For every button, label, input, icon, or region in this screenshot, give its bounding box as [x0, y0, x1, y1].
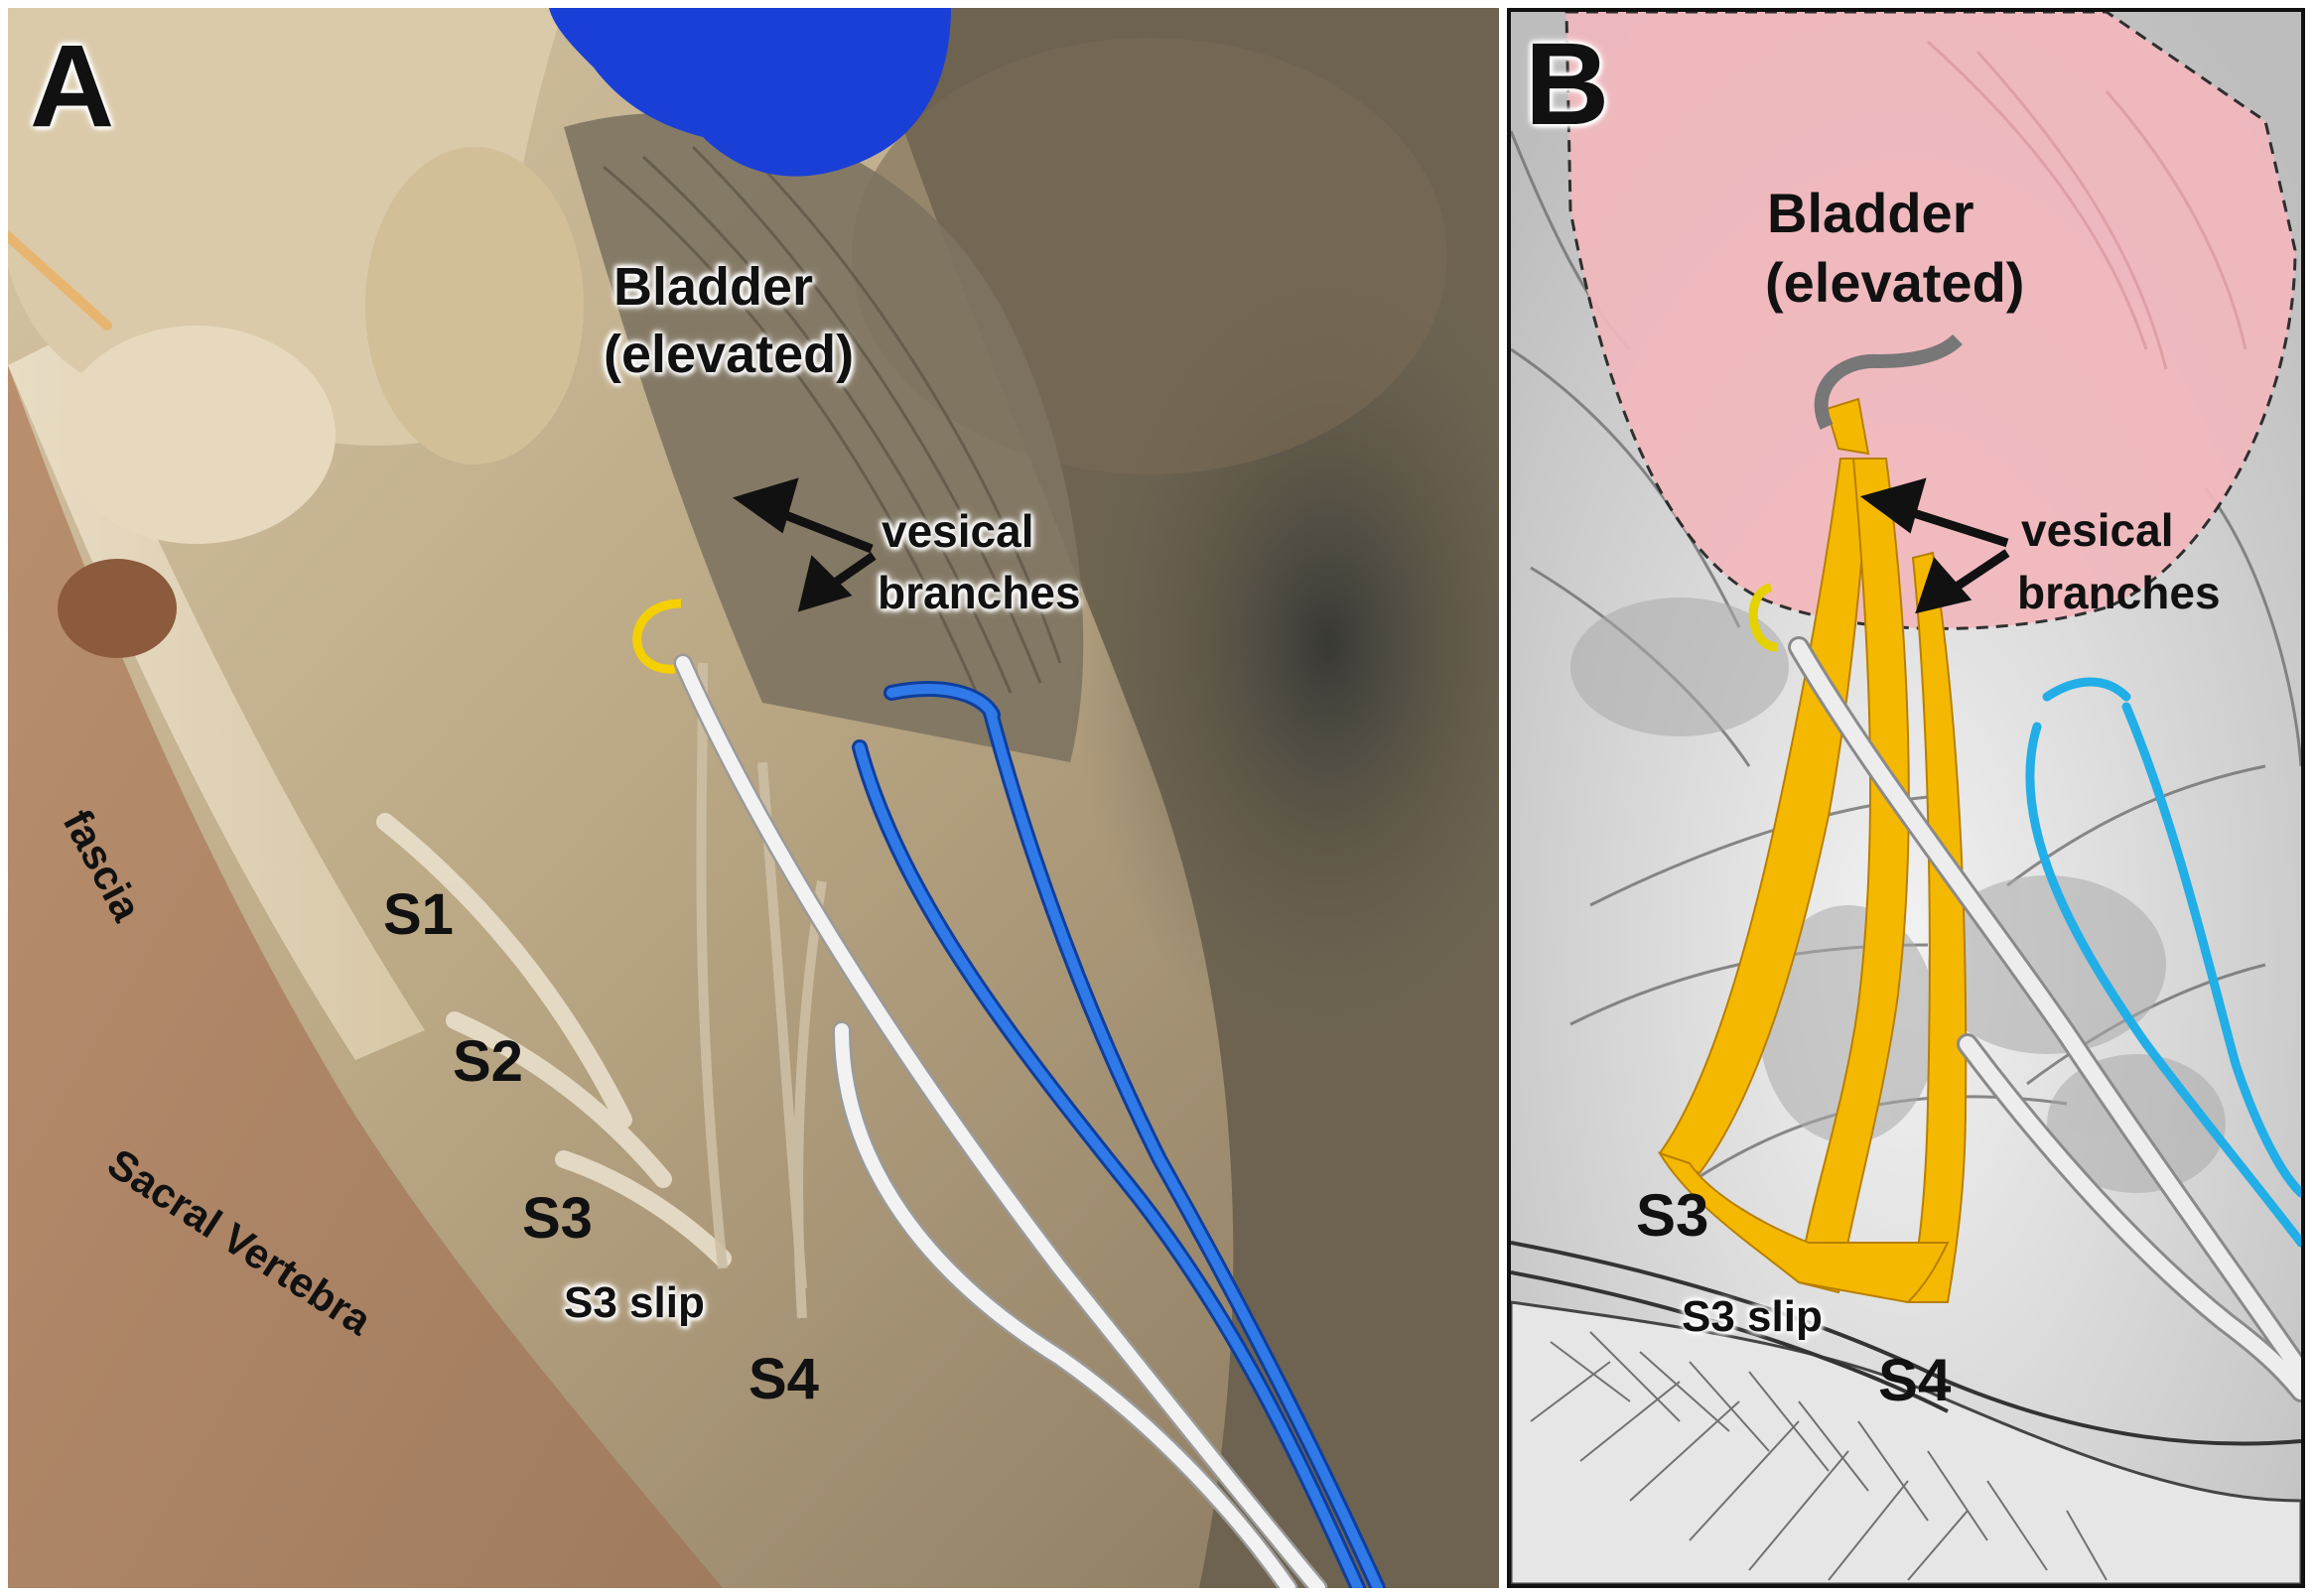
panel-a-photo: A Bladder (elevated) vesical branches fa… [8, 8, 1499, 1588]
label-s3-slip-b: S3 slip [1682, 1292, 1823, 1341]
label-bladder-b: Bladder [1767, 182, 1974, 244]
label-bladder-a: Bladder [613, 257, 814, 317]
panel-letter-a: A [30, 21, 115, 152]
label-vesical-b: vesical [2021, 504, 2174, 556]
arrows [732, 477, 877, 612]
yellow-vessel-loop [632, 598, 682, 674]
dissection-photo [8, 8, 1499, 1588]
label-s3-b: S3 [1636, 1182, 1709, 1249]
label-s3-a: S3 [522, 1186, 593, 1251]
label-vesical-a: vesical [882, 505, 1034, 557]
label-s1-a: S1 [383, 882, 454, 947]
label-branches-a: branches [878, 567, 1081, 618]
panel-letter-b: B [1525, 19, 1610, 150]
label-s3-slip-a: S3 slip [564, 1278, 705, 1327]
label-s2-a: S2 [453, 1029, 523, 1094]
arrows-b [1859, 477, 2010, 614]
label-elevated-b: (elevated) [1765, 251, 2025, 314]
white-wire-illustration [1791, 639, 2301, 1399]
anatomical-illustration [1511, 12, 2301, 1584]
blue-wire-illustration [2025, 677, 2301, 1248]
pelvic-splanchnic-nerves [1657, 397, 1968, 1304]
label-s4-a: S4 [748, 1347, 819, 1411]
label-elevated-a: (elevated) [604, 325, 855, 384]
glove [549, 8, 951, 177]
blue-wires [855, 684, 1383, 1588]
bladder [1565, 12, 2297, 630]
white-wires [676, 656, 1325, 1588]
label-s4-b: S4 [1878, 1347, 1952, 1413]
label-branches-b: branches [2017, 567, 2221, 618]
panel-b-illustration: B Bladder (elevated) vesical branches S3… [1507, 8, 2305, 1588]
